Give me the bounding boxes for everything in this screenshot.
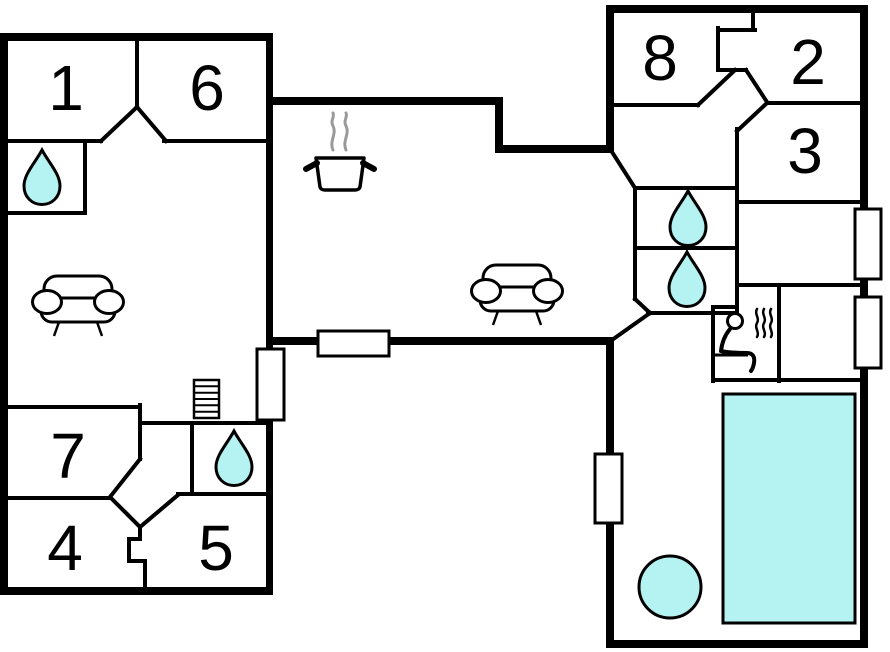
cooking-pot-icon (303, 111, 377, 192)
room-label-4: 4 (47, 512, 83, 584)
window-icon (853, 295, 883, 370)
interior-walls (6, 11, 862, 591)
room-label-1: 1 (48, 52, 84, 124)
wall (0, 587, 273, 595)
round-table-icon (637, 554, 703, 620)
water-drop-icon (668, 187, 708, 248)
windows (255, 207, 883, 525)
wall (273, 97, 503, 105)
sofa-icon (31, 274, 125, 337)
wall (606, 5, 868, 13)
window-icon (316, 329, 391, 358)
room-label-6: 6 (189, 52, 225, 124)
window-icon (853, 207, 883, 281)
sofa-icon (470, 263, 564, 326)
water-drop-icon (22, 146, 62, 207)
room-labels: 1 6 8 2 3 7 4 5 (47, 22, 826, 584)
room-label-2: 2 (790, 26, 826, 98)
pool-icon (721, 392, 857, 625)
room-label-7: 7 (50, 420, 86, 492)
water-features (22, 146, 857, 625)
wall (495, 145, 614, 153)
wall (606, 640, 868, 648)
window-icon (593, 452, 624, 525)
stairs-icon (192, 378, 221, 420)
water-drop-icon (667, 248, 707, 309)
wall (266, 337, 614, 345)
water-drop-icon (214, 427, 254, 488)
sauna-icon (712, 307, 774, 373)
wall (0, 33, 273, 41)
wall (495, 97, 503, 149)
steam-icon (330, 111, 349, 152)
window-icon (255, 347, 286, 422)
room-label-8: 8 (642, 22, 678, 94)
room-label-5: 5 (198, 512, 234, 584)
steam-icon (754, 307, 774, 339)
room-label-3: 3 (787, 115, 823, 187)
wall (266, 37, 273, 591)
wall (0, 33, 8, 595)
wall (606, 5, 614, 153)
